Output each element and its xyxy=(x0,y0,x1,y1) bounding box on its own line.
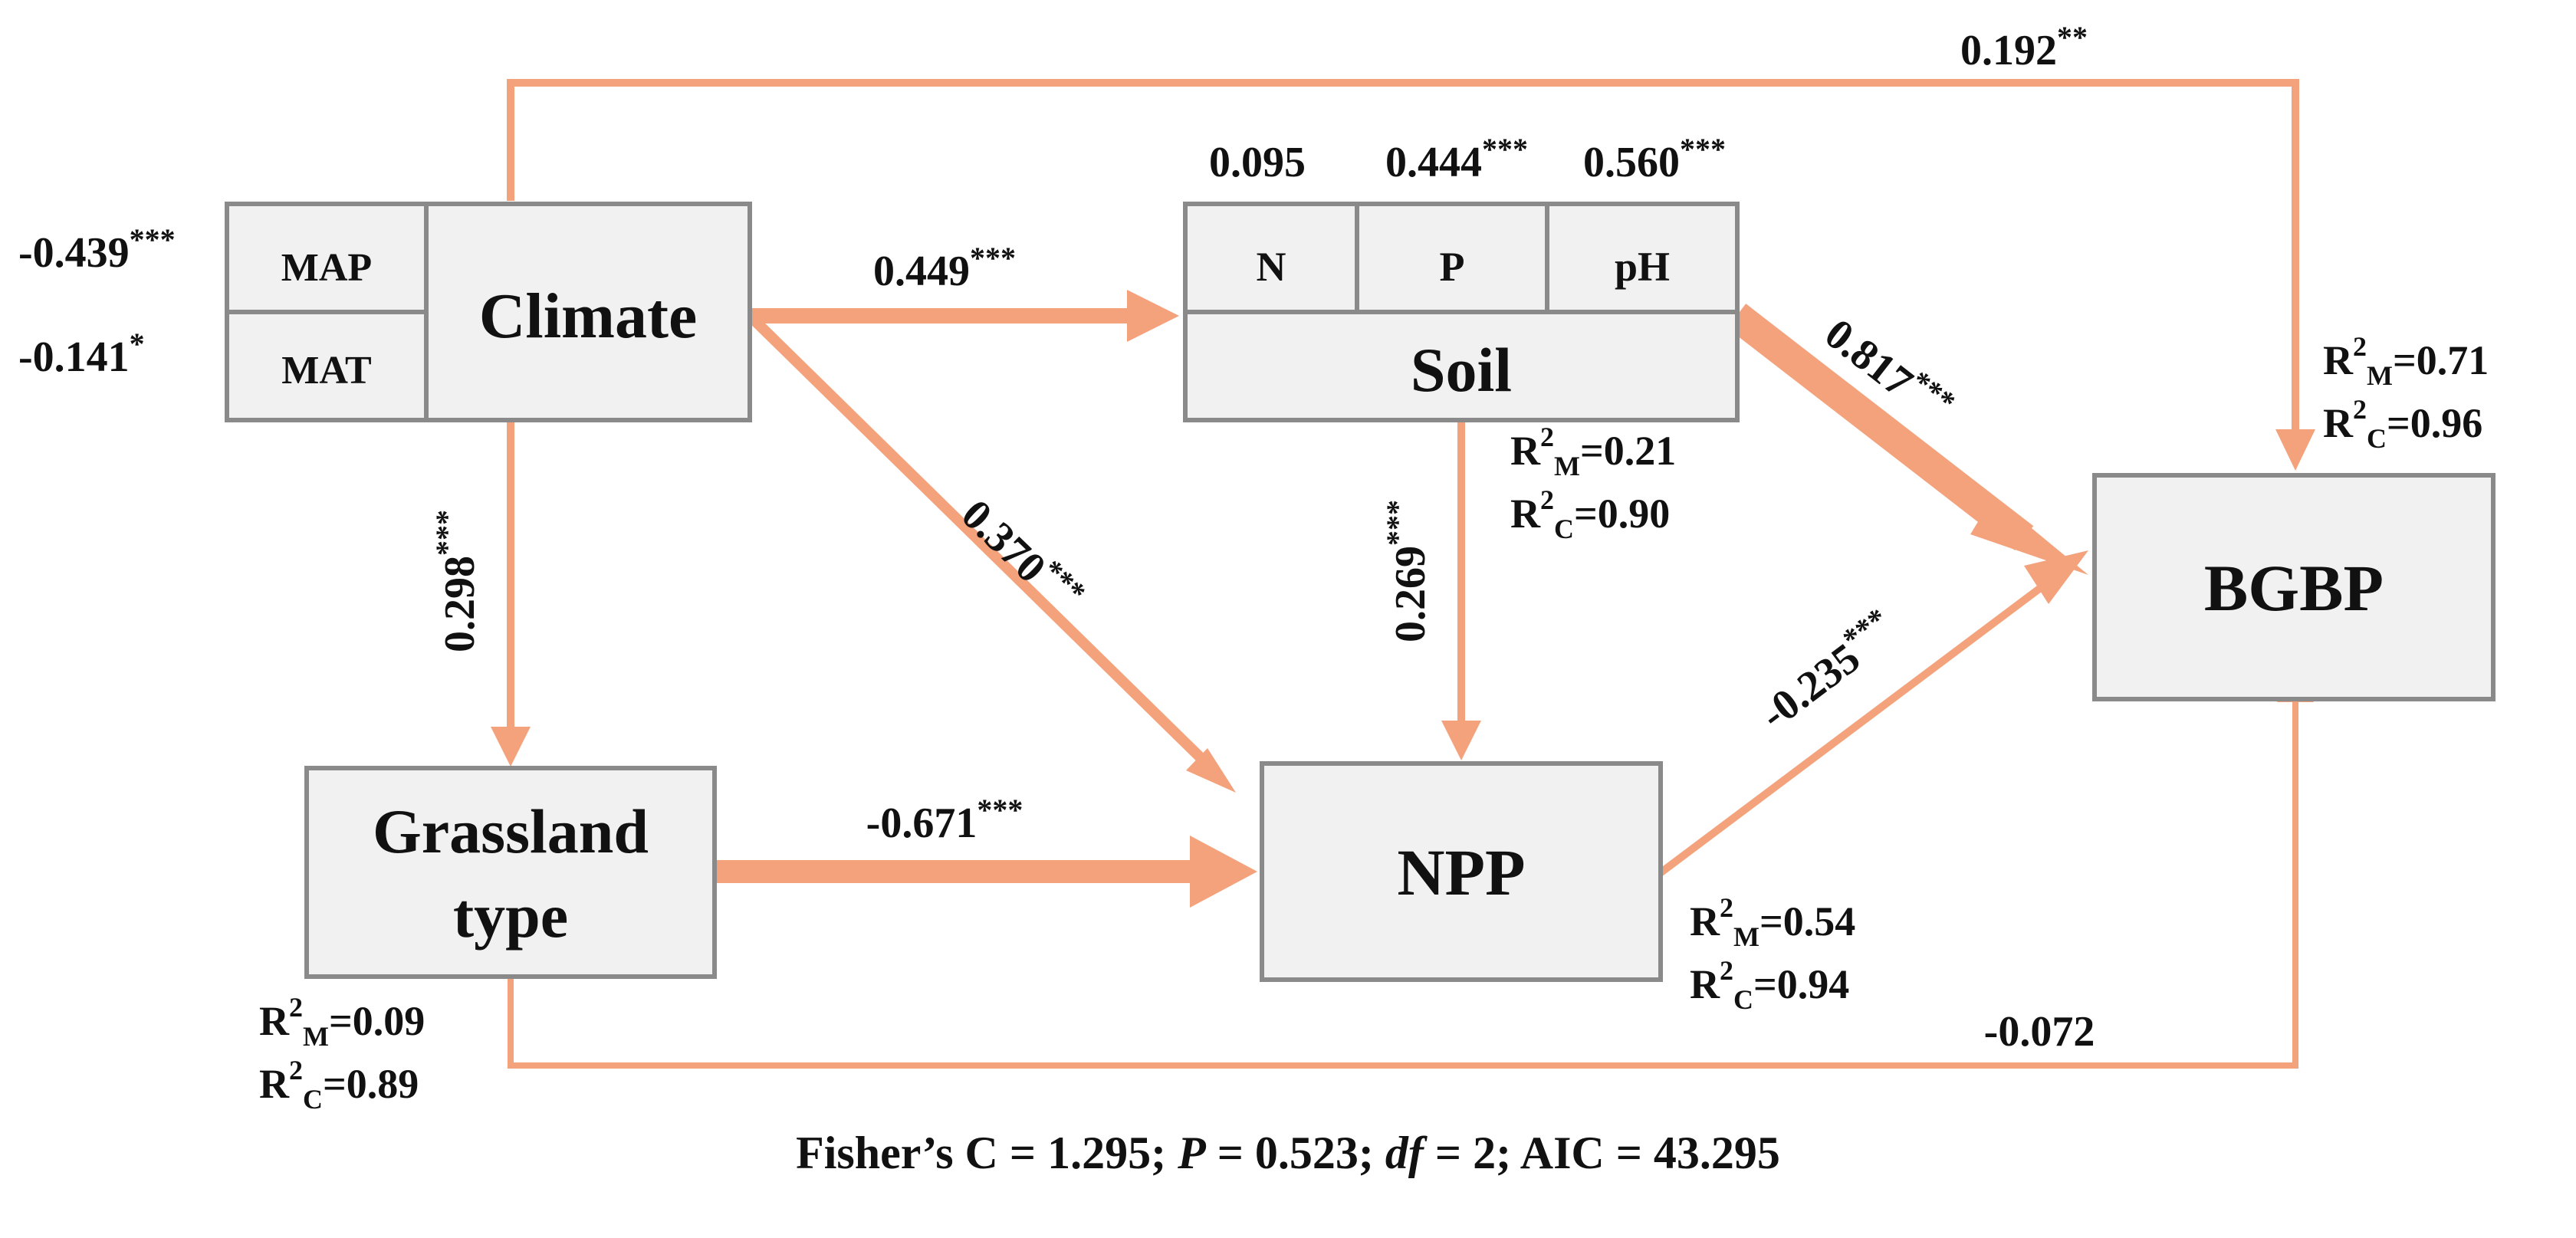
edge-climate-soil xyxy=(750,290,1179,342)
edge-soil-bgbp xyxy=(1727,304,2088,575)
climate-sub-map: MAP xyxy=(281,246,372,290)
grassland-label-line1: Grassland xyxy=(373,796,649,866)
r2-soil-conditional: R2C=0.90 xyxy=(1510,484,1670,544)
r2-npp-conditional: R2C=0.94 xyxy=(1690,955,1849,1015)
r2-grassland-marginal: R2M=0.09 xyxy=(259,992,425,1052)
coef-climate-npp: 0.370*** xyxy=(952,486,1092,624)
bgbp-label: BGBP xyxy=(2204,551,2384,625)
arrowhead-icon xyxy=(1186,748,1236,793)
p-value: = 0.523; xyxy=(1205,1128,1385,1178)
edge-line xyxy=(1727,304,2034,550)
model-fit-statistics: Fisher’s C = 1.295; P = 0.523; df = 2; A… xyxy=(0,1127,2576,1180)
arrowhead-icon xyxy=(491,727,531,767)
edge-soil-npp xyxy=(1441,420,1481,760)
climate-label: Climate xyxy=(479,281,698,352)
coef-npp-bgbp-group: -0.235*** xyxy=(1747,601,1905,739)
loading-p: 0.444*** xyxy=(1385,132,1528,186)
node-soil: N P pH Soil xyxy=(1183,202,1740,422)
soil-label: Soil xyxy=(1411,335,1512,405)
coef-climate-npp-group: 0.370*** xyxy=(952,486,1092,624)
soil-sub-ph: pH xyxy=(1615,244,1670,290)
r2-npp: R2M=0.54 R2C=0.94 xyxy=(1690,892,1855,1015)
r2-grassland-conditional: R2C=0.89 xyxy=(259,1055,419,1115)
grassland-box xyxy=(304,766,717,979)
df-aic-value: = 2; AIC = 43.295 xyxy=(1423,1128,1780,1178)
edge-climate-grassland xyxy=(491,420,531,767)
arrowhead-icon xyxy=(2275,429,2315,471)
df-label: df xyxy=(1385,1128,1424,1178)
node-npp: NPP xyxy=(1260,761,1663,982)
r2-bgbp: R2M=0.71 R2C=0.96 xyxy=(2323,331,2489,454)
coef-soil-npp: 0.269*** xyxy=(1380,500,1434,642)
coef-soil-npp-group: 0.269*** xyxy=(1380,500,1434,642)
arrowhead-icon xyxy=(2024,550,2088,604)
edge-line xyxy=(507,79,2299,429)
r2-soil: R2M=0.21 R2C=0.90 xyxy=(1510,422,1676,544)
coef-npp-bgbp: -0.235*** xyxy=(1747,601,1905,739)
edge-line xyxy=(508,702,2298,1069)
edge-line xyxy=(1657,586,2042,877)
coef-climate-soil: 0.449*** xyxy=(873,241,1016,295)
edge-line xyxy=(746,312,1223,780)
p-label: P xyxy=(1178,1128,1206,1178)
r2-bgbp-marginal: R2M=0.71 xyxy=(2323,331,2489,391)
arrowhead-icon xyxy=(1190,836,1257,908)
node-grassland-type: Grassland type xyxy=(304,766,717,979)
loading-ph: 0.560*** xyxy=(1583,132,1726,186)
coef-grassland-bgbp: -0.072 xyxy=(1984,1008,2095,1056)
loading-map: -0.439*** xyxy=(18,222,176,277)
node-bgbp: BGBP xyxy=(2092,473,2496,701)
grassland-label-line2: type xyxy=(453,881,568,951)
node-climate: MAP MAT Climate xyxy=(225,202,752,422)
fisher-c: Fisher’s C = 1.295; xyxy=(796,1128,1178,1178)
r2-soil-marginal: R2M=0.21 xyxy=(1510,422,1676,481)
loading-n: 0.095 xyxy=(1209,139,1306,186)
edge-npp-bgbp xyxy=(1657,550,2088,877)
r2-npp-marginal: R2M=0.54 xyxy=(1690,892,1855,952)
npp-box xyxy=(1260,761,1663,982)
soil-sub-p: P xyxy=(1440,244,1465,290)
coef-grassland-npp: -0.671*** xyxy=(866,793,1024,847)
loading-mat: -0.141* xyxy=(18,327,145,381)
bgbp-box xyxy=(2092,473,2496,701)
climate-sub-mat: MAT xyxy=(281,349,371,392)
r2-grassland: R2M=0.09 R2C=0.89 xyxy=(259,992,425,1115)
edge-climate-bgbp xyxy=(507,79,2315,471)
npp-label: NPP xyxy=(1397,836,1525,909)
coef-climate-grassland: 0.298*** xyxy=(429,510,484,652)
path-arrows xyxy=(491,79,2315,1069)
arrowhead-icon xyxy=(1970,497,2088,575)
coef-climate-grassland-group: 0.298*** xyxy=(429,510,484,652)
edge-grassland-npp xyxy=(715,836,1257,908)
edge-climate-npp xyxy=(746,312,1236,793)
soil-sub-n: N xyxy=(1257,244,1286,290)
arrowhead-icon xyxy=(1127,290,1179,342)
arrowhead-icon xyxy=(1441,721,1481,760)
r2-bgbp-conditional: R2C=0.96 xyxy=(2323,394,2482,454)
coef-climate-bgbp: 0.192** xyxy=(1960,20,2088,74)
